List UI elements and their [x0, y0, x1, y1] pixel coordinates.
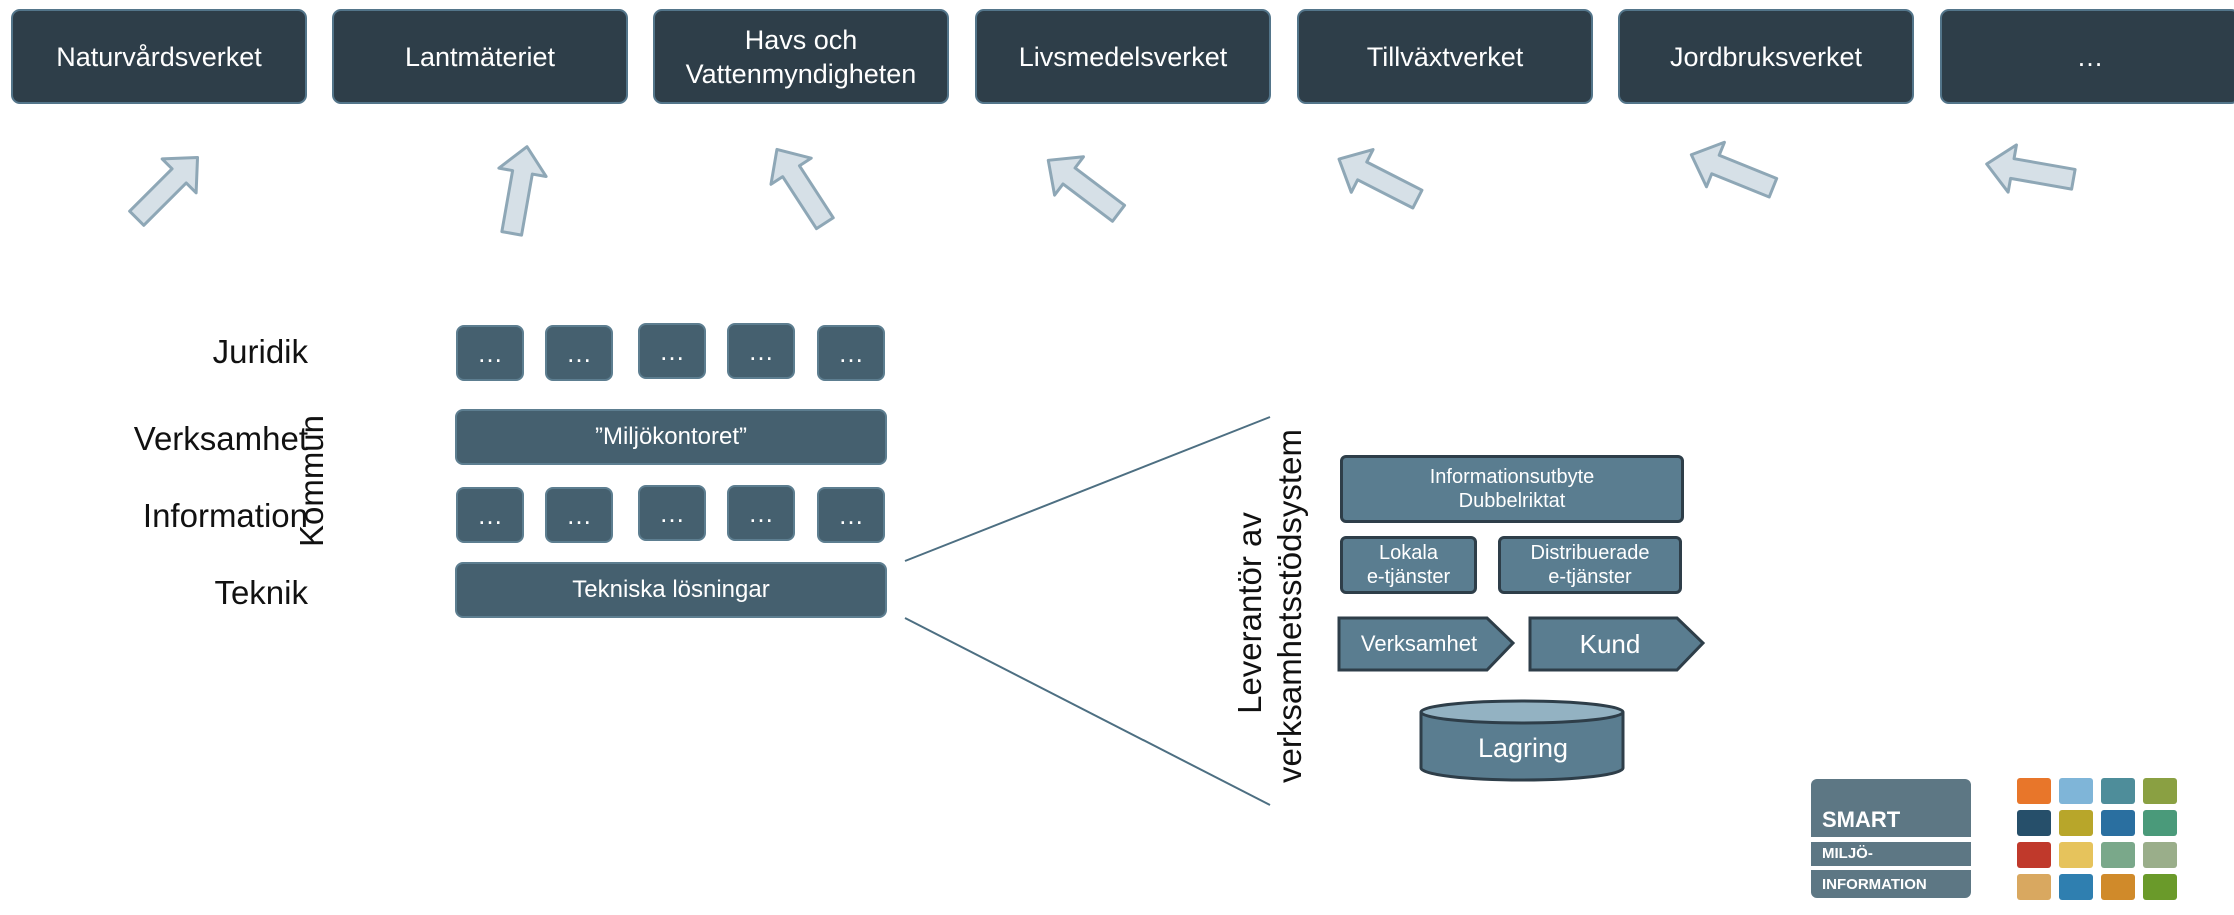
smart-logo: SMART MILJÖ- INFORMATION [1811, 779, 1973, 901]
information-item: … [456, 487, 524, 543]
juridik-item: … [727, 323, 795, 379]
agency-livsmedelsverket: Livsmedelsverket [975, 9, 1271, 104]
information-item: … [545, 487, 613, 543]
arrow-4 [1046, 155, 1127, 223]
arrow-6 [1689, 140, 1779, 199]
arrow-7 [1985, 143, 2077, 194]
arrow-3 [769, 147, 835, 231]
supplier-label-line2: verksamhetsstödsystem [1271, 429, 1308, 783]
arrow-5 [1337, 148, 1424, 210]
arrow-1 [128, 155, 200, 227]
kund-arrow-label: Kund [1579, 628, 1641, 659]
storage-cylinder-icon [1419, 699, 1625, 782]
logo-image-grid [2017, 778, 2179, 900]
agency-havs-och-vattenmyndigheten: Havs och Vattenmyndigheten [653, 9, 949, 104]
layer-label-verksamhet: Verksamhet [133, 420, 308, 457]
agency-naturvardsverket: Naturvårdsverket [11, 9, 307, 104]
information-item: … [638, 485, 706, 541]
verksamhet-box: ”Miljökontoret” [455, 409, 887, 465]
arrow-2 [497, 145, 548, 237]
local-eservices-box: Lokala e-tjänster [1340, 536, 1477, 594]
information-item: … [817, 487, 885, 543]
agency-lantmateriet: Lantmäteriet [332, 9, 628, 104]
juridik-item: … [817, 325, 885, 381]
supplier-label-line1: Leverantör av [1231, 512, 1268, 714]
juridik-item: … [456, 325, 524, 381]
kommun-label: Kommun [293, 414, 330, 548]
juridik-item: … [638, 323, 706, 379]
distributed-eservices-box: Distribuerade e-tjänster [1498, 536, 1682, 594]
teknik-box: Tekniska lösningar [455, 562, 887, 618]
process-arrows [1337, 616, 1706, 672]
logo-line-information: INFORMATION [1811, 870, 1971, 898]
logo-line-miljo: MILJÖ- [1811, 842, 1971, 866]
juridik-item: … [545, 325, 613, 381]
layer-label-teknik: Teknik [214, 574, 308, 611]
agency-arrows [128, 140, 2077, 237]
information-item: … [727, 485, 795, 541]
agency-jordbruksverket: Jordbruksverket [1618, 9, 1914, 104]
lagring-label: Lagring [1477, 732, 1569, 763]
agency-tillvaxtverket: Tillväxtverket [1297, 9, 1593, 104]
layer-label-juridik: Juridik [212, 333, 308, 370]
verksamhet-arrow-label: Verksamhet [1360, 631, 1478, 656]
agency-more: … [1940, 9, 2234, 104]
logo-line-smart: SMART [1811, 779, 1971, 837]
layer-label-information: Information [142, 497, 308, 534]
info-exchange-box: Informationsutbyte Dubbelriktat [1340, 455, 1684, 523]
